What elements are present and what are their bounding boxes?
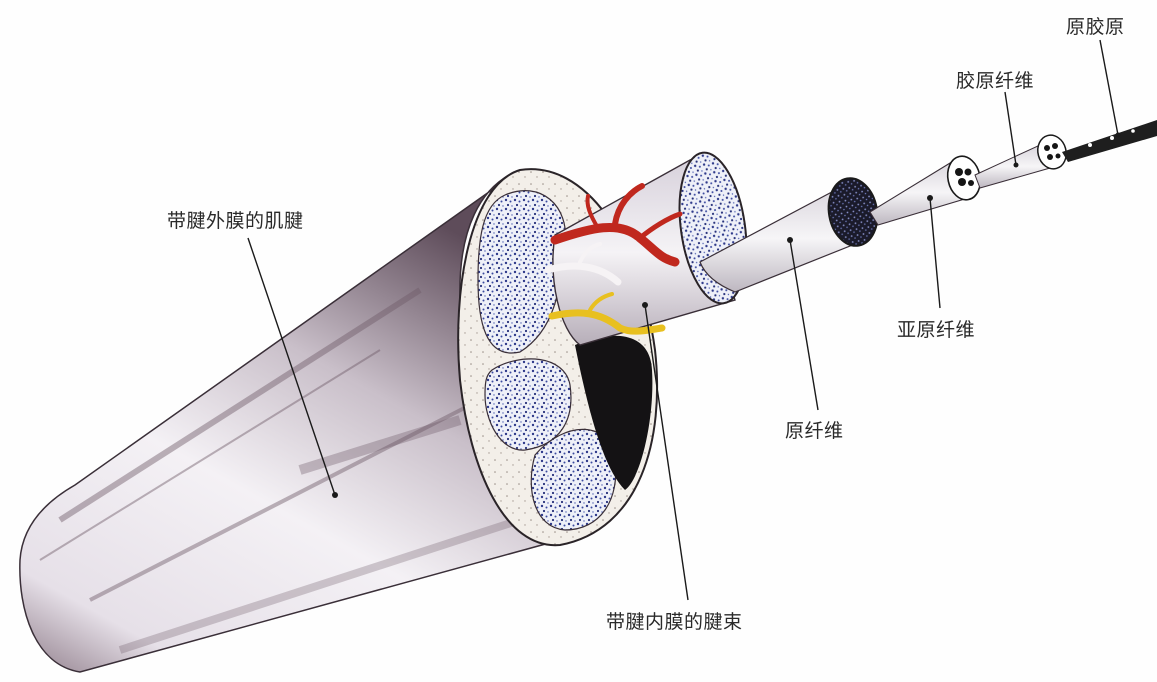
label-fascicle-with-endotenon: 带腱内膜的腱束 bbox=[606, 607, 743, 634]
label-tendon-with-epitenon: 带腱外膜的肌腱 bbox=[167, 206, 304, 233]
label-subfibril: 亚原纤维 bbox=[897, 315, 975, 342]
procollagen-strand bbox=[1062, 120, 1157, 162]
label-collagen-fiber: 胶原纤维 bbox=[956, 66, 1034, 93]
leader-procollagen bbox=[1100, 40, 1118, 135]
label-fibril: 原纤维 bbox=[785, 416, 844, 443]
leader-subfibril bbox=[930, 198, 940, 308]
leader-fibril bbox=[790, 240, 818, 410]
leader-collagen-fiber bbox=[1005, 92, 1016, 165]
leader-fascicle bbox=[645, 305, 688, 600]
label-procollagen: 原胶原 bbox=[1066, 12, 1125, 39]
